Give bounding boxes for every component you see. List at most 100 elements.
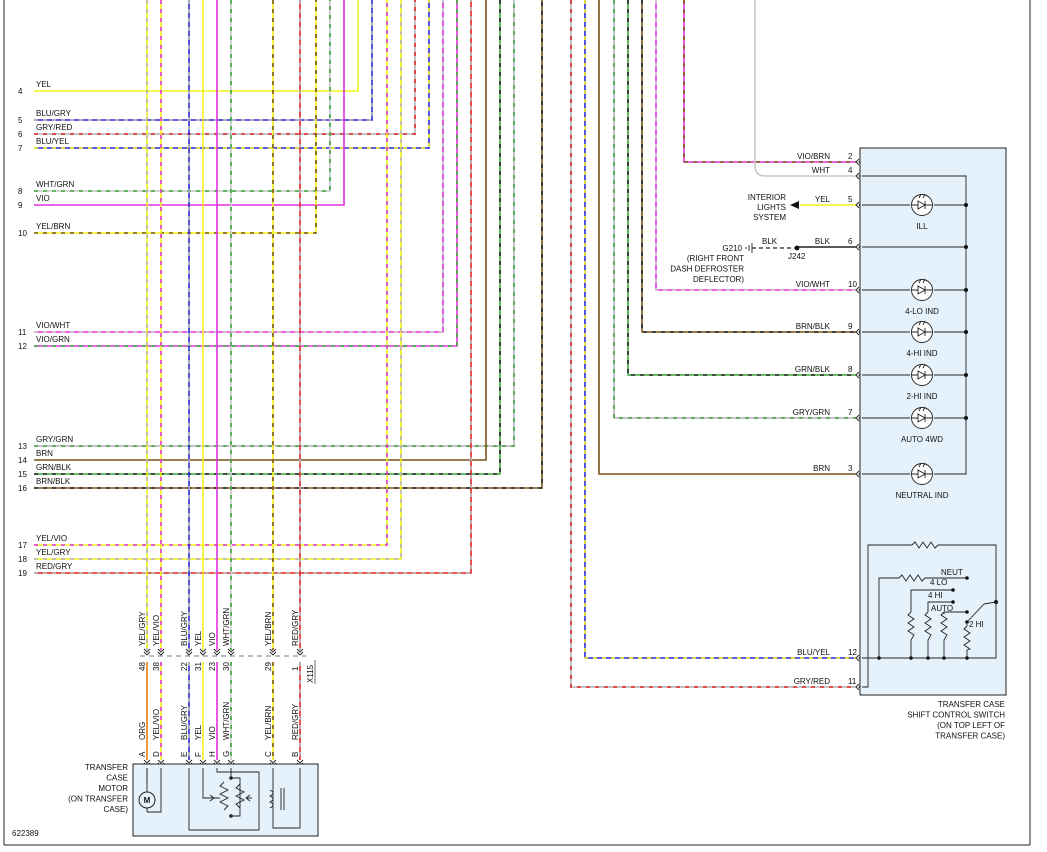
mode-position-label-2: 4 HI xyxy=(928,591,943,600)
switch-box xyxy=(859,147,1007,696)
x115-pin-number-22: 22 xyxy=(180,662,189,671)
switch-wire-11 xyxy=(570,0,856,688)
component-symbols: M xyxy=(138,175,998,831)
left-row-wire-12-base xyxy=(34,0,458,347)
switch-wire-8 xyxy=(627,0,856,376)
left-row-pin-18: 18 xyxy=(18,555,27,564)
indicator-led-5 xyxy=(911,463,933,485)
switch-pin-number-4: 4 xyxy=(848,166,853,175)
motor-pin-letter-C: C xyxy=(264,751,273,757)
left-row-wire-19 xyxy=(34,0,472,574)
left-row-pin-10: 10 xyxy=(18,229,27,238)
x115-pin-mark-48-b xyxy=(143,651,151,656)
switch-title-line-1: SHIFT CONTROL SWITCH xyxy=(907,711,1005,720)
switch-pin-number-3: 3 xyxy=(848,464,853,473)
sensor-wiper-arrow-2 xyxy=(245,794,252,802)
x115-pin-number-29: 29 xyxy=(264,662,273,671)
switch-pin-number-12: 12 xyxy=(848,648,857,657)
left-row-wire-8-base xyxy=(34,0,331,192)
switch-wire-label-4: WHT xyxy=(812,166,830,175)
left-row-wire-7 xyxy=(34,0,430,149)
motor-wire-label-D: YEL/VIO xyxy=(152,709,161,740)
switch-pin-mark-3 xyxy=(855,470,860,478)
mode-4lo-lead xyxy=(910,589,953,658)
left-row-pin-13: 13 xyxy=(18,442,27,451)
ground-blk-label: BLK xyxy=(762,237,778,246)
mode-contact-3 xyxy=(965,610,969,614)
motor-title-line-1: CASE xyxy=(106,774,128,783)
indicator-node-4 xyxy=(964,416,968,420)
motor-pin-letter-A: A xyxy=(138,751,147,757)
indicator-diode-2 xyxy=(912,327,932,337)
switch-title-line-2: (ON TOP LEFT OF xyxy=(937,721,1005,730)
left-row-wire-15-stripe xyxy=(34,0,501,475)
sensor-potentiometer-2 xyxy=(234,783,246,809)
left-row-wire-11 xyxy=(34,0,444,333)
switch-wire-2 xyxy=(683,0,856,163)
mode-neut-lead xyxy=(878,577,899,658)
switch-wire-8-stripe xyxy=(627,0,856,376)
sensor-wiring-f xyxy=(202,768,214,799)
left-row-wire-8-stripe xyxy=(34,0,331,192)
switch-pin-mark-12 xyxy=(855,654,860,662)
indicator-led-4 xyxy=(911,407,933,429)
switch-wire-label-2: VIO/BRN xyxy=(797,152,830,161)
x115-wire-label-1: RED/GRY xyxy=(291,609,300,646)
mode-switch-blade xyxy=(966,603,985,623)
sensor-wiring-g xyxy=(230,768,241,817)
mode-position-label-3: AUTO xyxy=(931,604,953,613)
switch-wire-2-base xyxy=(683,0,856,163)
mode-contact-1 xyxy=(951,588,955,592)
switch-pin-mark-10 xyxy=(855,286,860,294)
x115-pin-mark-29-b xyxy=(269,651,277,656)
left-row-pin-17: 17 xyxy=(18,541,27,550)
left-row-wire-11-stripe xyxy=(34,0,444,333)
left-row-wire-4 xyxy=(34,0,359,92)
switch-wire-11-stripe xyxy=(570,0,856,688)
left-row-wire-17-stripe xyxy=(34,0,388,546)
mode-position-label-4: 2 HI xyxy=(969,620,984,629)
ground-g210-label: G210 xyxy=(722,244,742,253)
switch-wire-9-stripe xyxy=(641,0,856,333)
left-row-label-11: VIO/WHT xyxy=(36,321,70,330)
interior-lights-line-1: LIGHTS xyxy=(757,203,786,212)
x115-pin-mark-31 xyxy=(199,648,207,653)
switch-wire-10-stripe xyxy=(655,0,856,291)
motor-title-line-0: TRANSFER xyxy=(85,763,128,772)
sensor-coil-core xyxy=(280,788,285,810)
switch-wire-label-10: VIO/WHT xyxy=(796,280,830,289)
mode-bus-node-1 xyxy=(909,656,913,660)
x115-wire-label-22: BLU/GRY xyxy=(180,610,189,646)
mode-bus-node-0 xyxy=(877,656,881,660)
left-row-pin-19: 19 xyxy=(18,569,27,578)
left-row-wire-15-base xyxy=(34,0,501,475)
indicator-led-1 xyxy=(911,279,933,301)
left-row-wire-17-base xyxy=(34,0,388,546)
left-row-pin-8: 8 xyxy=(18,187,23,196)
x115-pin-mark-1 xyxy=(296,648,304,653)
left-row-pin-16: 16 xyxy=(18,484,27,493)
left-row-pin-9: 9 xyxy=(18,201,23,210)
left-row-wire-18-stripe xyxy=(34,0,402,560)
left-row-label-4: YEL xyxy=(36,80,52,89)
sensor-potentiometer-1 xyxy=(218,781,230,811)
x115-pin-number-38: 38 xyxy=(152,662,161,671)
switch-pin-number-11: 11 xyxy=(848,677,857,686)
mode-resistor-4hi xyxy=(924,611,932,641)
switch-wire-label-9: BRN/BLK xyxy=(796,322,831,331)
mode-bus-node-3 xyxy=(942,656,946,660)
motor-pin-letter-B: B xyxy=(291,752,300,757)
x115-connector-name: X115 xyxy=(306,664,315,683)
switch-wire-12 xyxy=(584,0,856,659)
switch-title-line-3: TRANSFER CASE) xyxy=(935,732,1005,741)
switch-wire-label-7: GRY/GRN xyxy=(793,408,830,417)
left-row-pin-12: 12 xyxy=(18,342,27,351)
left-row-label-6: GRY/RED xyxy=(36,123,73,132)
motor-box xyxy=(132,763,319,837)
left-row-pin-4: 4 xyxy=(18,87,23,96)
switch-wire-4 xyxy=(754,0,856,177)
switch-pin-mark-5 xyxy=(855,201,860,209)
indicator-light-rays-5 xyxy=(918,462,926,468)
switch-wire-12-stripe xyxy=(584,0,856,659)
switch-pin-mark-9 xyxy=(855,328,860,336)
